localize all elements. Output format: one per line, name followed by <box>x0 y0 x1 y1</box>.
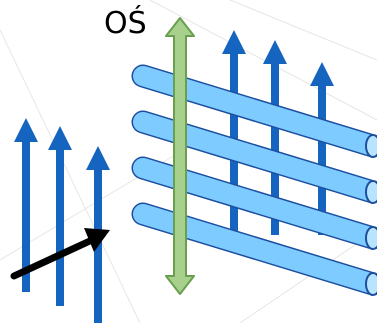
rod-end-cap <box>365 180 377 204</box>
arrow-head <box>222 30 246 54</box>
axis-arrow-group <box>165 17 195 295</box>
arrow-head <box>14 118 38 142</box>
arrow-head <box>310 62 334 86</box>
rod-end-cap <box>365 226 377 250</box>
arrow-head <box>48 126 72 150</box>
axis-double-arrow-icon <box>165 17 195 295</box>
field-arrow-up-icon <box>48 126 72 306</box>
arrow-head <box>263 40 287 64</box>
rod-end-cap <box>365 134 377 158</box>
rod-end-cap <box>365 272 377 296</box>
arrow-shaft <box>22 138 30 292</box>
direction-arrow-icon <box>10 228 110 280</box>
arrow-shaft <box>56 146 64 306</box>
arrow-head <box>86 146 110 170</box>
field-arrow-up-icon <box>263 40 287 235</box>
field-arrows-front-group <box>14 118 110 323</box>
field-arrow-up-icon <box>14 118 38 292</box>
direction-arrow-shaft <box>10 236 96 280</box>
arrow-shaft <box>271 60 279 235</box>
field-arrow-up-icon <box>310 62 334 235</box>
arrow-shaft <box>318 82 326 235</box>
direction-arrow-group <box>10 228 110 280</box>
axis-label: OŚ <box>104 6 147 41</box>
direction-arrow-head <box>84 228 110 252</box>
